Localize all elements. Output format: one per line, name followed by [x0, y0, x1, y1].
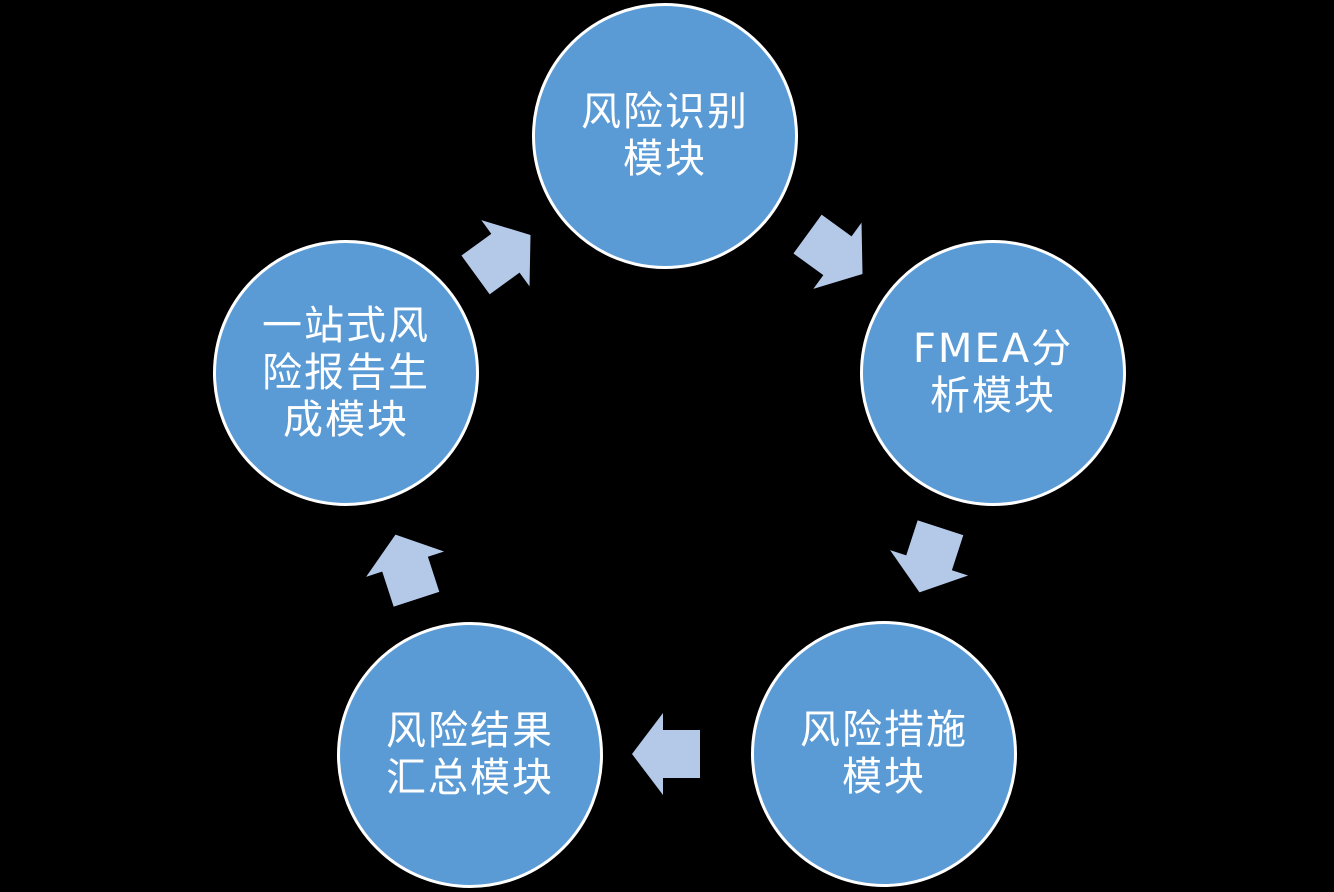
node-label-line: 风险结果: [386, 708, 554, 754]
node-label-line: 汇总模块: [386, 755, 554, 801]
node-label-line: 模块: [623, 136, 707, 182]
node-label-line: 风险识别: [581, 89, 749, 135]
cycle-node-fmea-analysis: FMEA分 析模块: [860, 240, 1126, 506]
cycle-node-one-stop-report-generation: 一站式风 险报告生 成模块: [213, 240, 479, 506]
node-label-line: 成模块: [283, 396, 409, 443]
arrow-identification-to-fmea-icon: [793, 214, 863, 289]
node-label-line: 险报告生: [262, 349, 430, 396]
node-label-line: 模块: [842, 754, 926, 800]
arrow-summary-to-report-icon: [366, 534, 445, 607]
arrow-fmea-to-measures-icon: [890, 520, 969, 593]
node-label-line: 析模块: [930, 373, 1056, 419]
arrow-measures-to-summary-icon: [632, 713, 700, 795]
arrow-report-to-identification-icon: [461, 220, 531, 295]
cycle-node-risk-measures: 风险措施 模块: [751, 621, 1017, 887]
node-label-line: 风险措施: [800, 707, 968, 753]
node-label-line: 一站式风: [262, 302, 430, 349]
cycle-node-risk-results-summary: 风险结果 汇总模块: [337, 622, 603, 888]
cycle-node-risk-identification: 风险识别 模块: [532, 3, 798, 269]
node-label-line: FMEA分: [912, 326, 1074, 372]
